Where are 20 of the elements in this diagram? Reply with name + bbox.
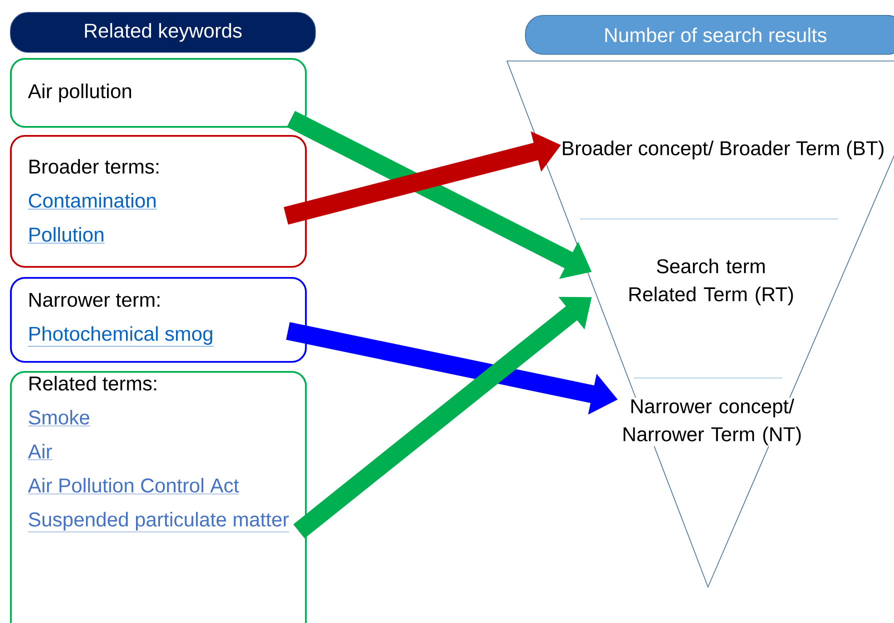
link: Photochemical smog [28,326,214,346]
heading: Narrower term: [30,292,160,307]
link: Pollution [28,227,105,244]
level-label: Broader concept/ Broader Term (BT) [560,140,886,160]
keyword-box [10,371,307,623]
link: Smoke [28,410,90,426]
heading: Air pollution [28,84,132,102]
link: Air [28,444,53,460]
heading-pill: Number of search results [525,15,894,55]
heading-pill: Related keywords [10,12,316,53]
link: Suspended particulate matter [28,512,290,532]
level-label: Narrower concept/ Narrower Term (NT) [616,398,808,446]
heading: Related terms: [30,376,156,391]
link: Air Pollution Control Act [28,478,240,494]
keyword-box [10,135,307,268]
heading: Broader terms: [30,159,158,174]
keyword-box [10,277,307,363]
level-label: Search term Related Term (RT) [629,258,793,306]
link: Contamination [28,193,158,210]
keyword-box [10,58,307,128]
